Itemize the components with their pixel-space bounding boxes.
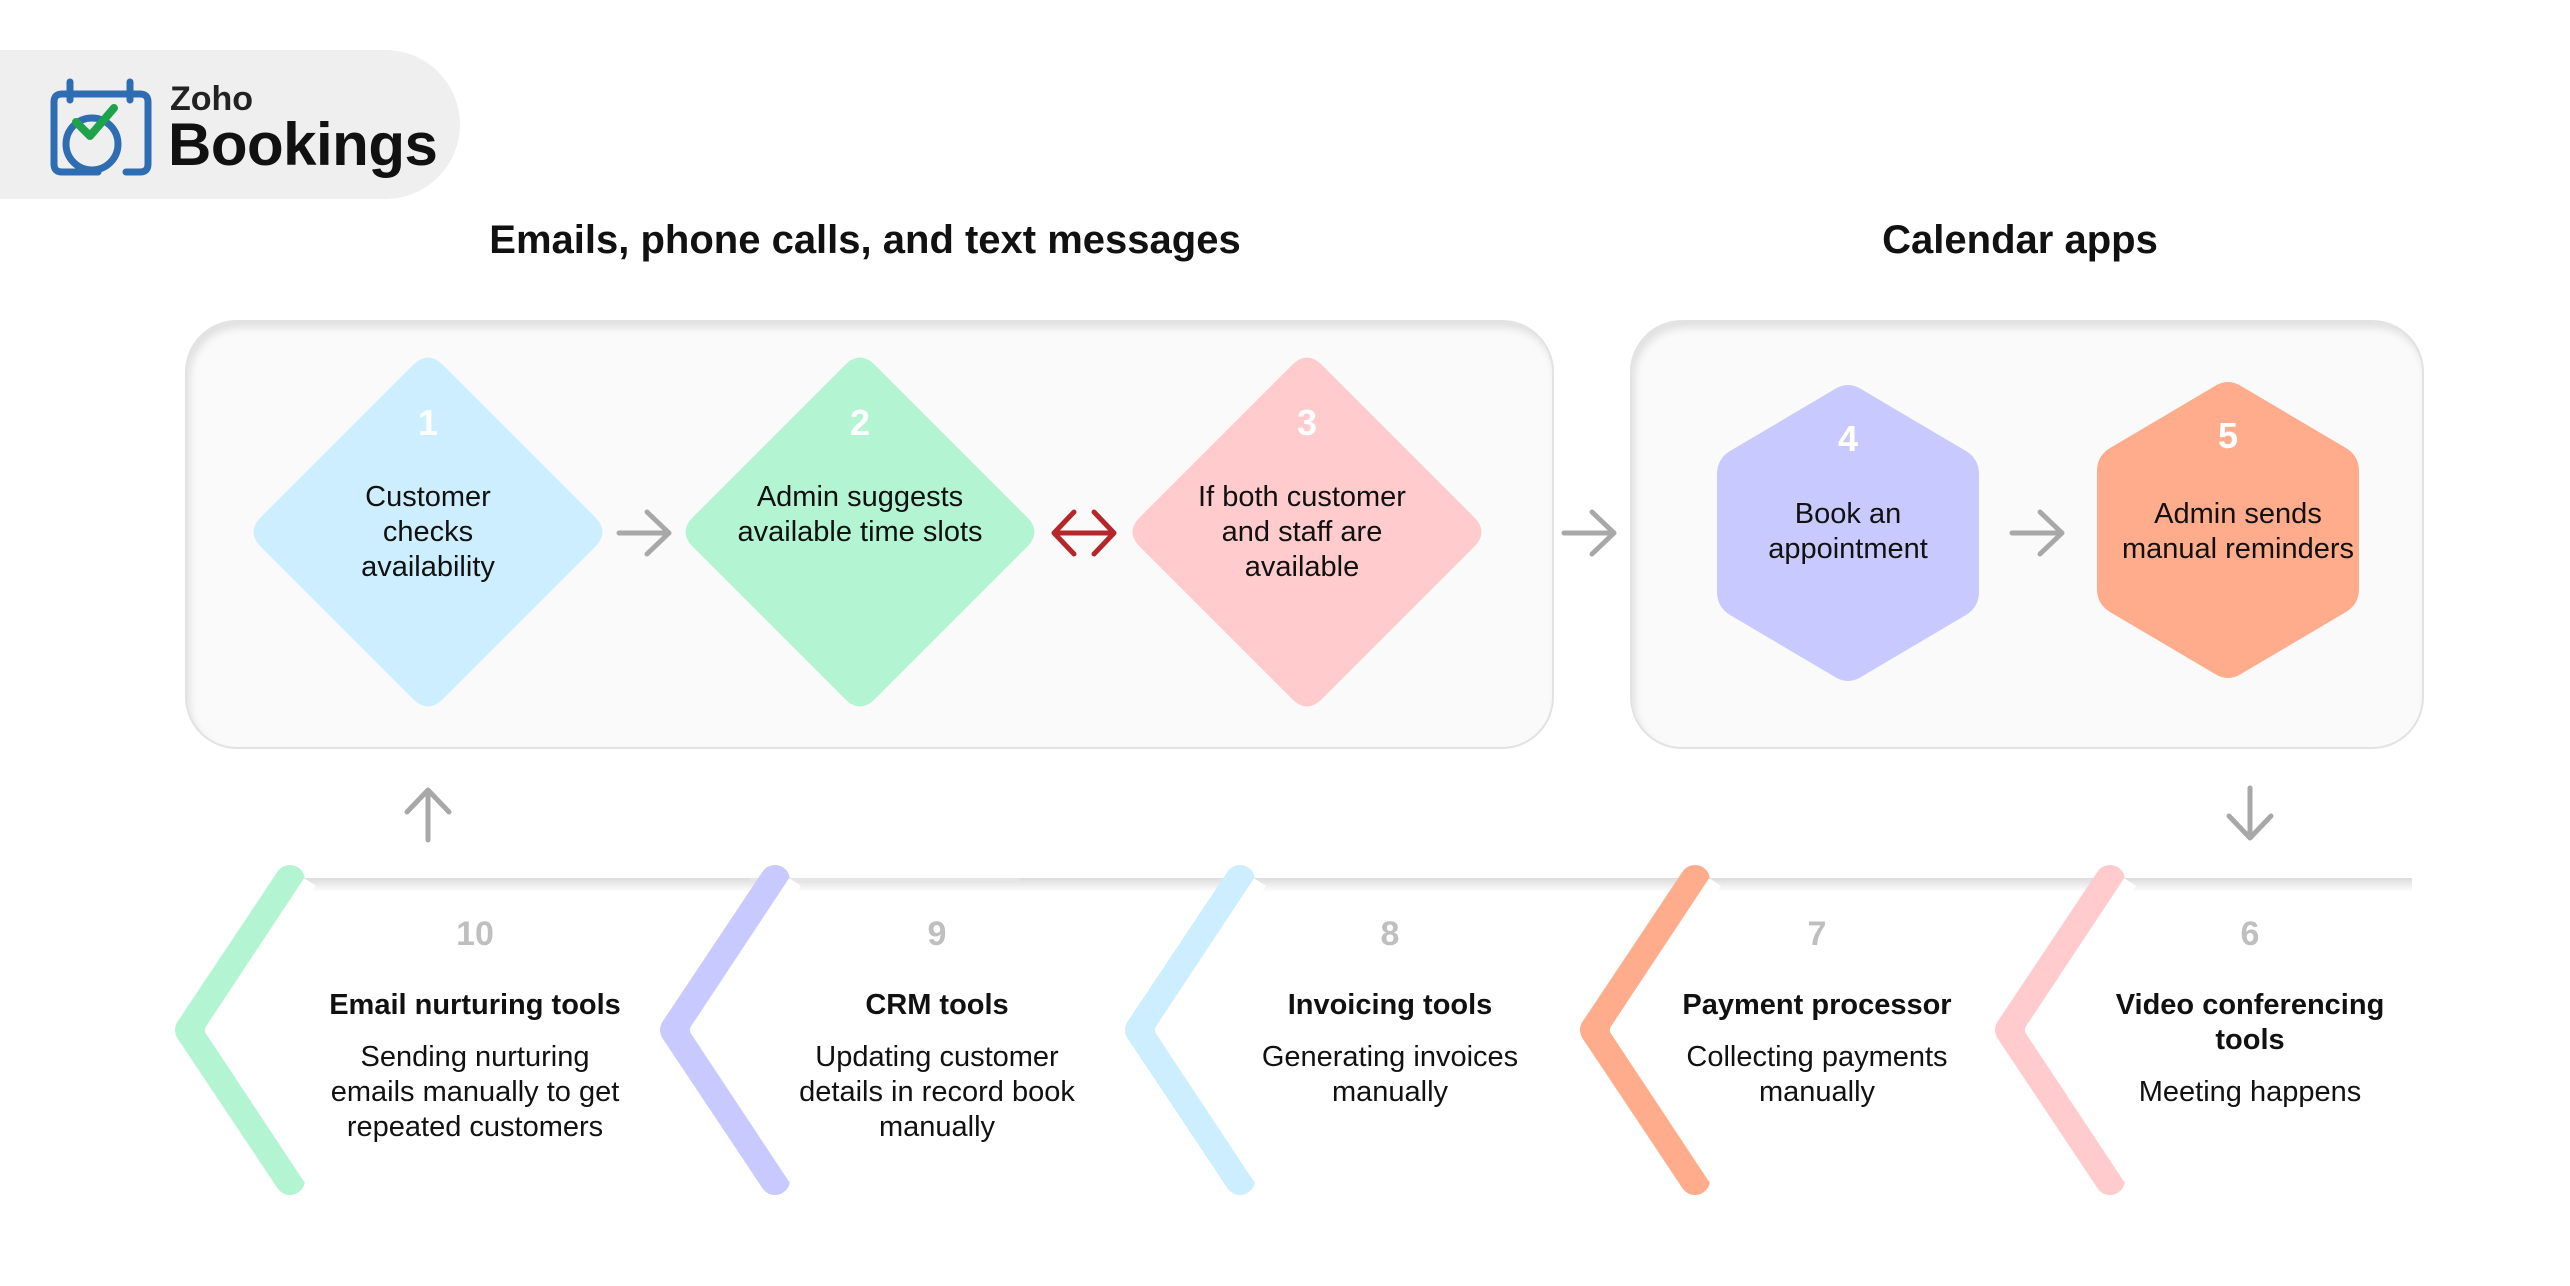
arrow-right-icon (1561, 509, 1617, 557)
step-3-number: 3 (1296, 402, 1318, 443)
right-section-title: Calendar apps (1882, 218, 2158, 262)
step-2-label: Admin suggests available time slots (737, 481, 983, 548)
step-7-title: Payment processor (1682, 989, 1952, 1021)
step-9-number: 9 (927, 915, 947, 953)
step-5-hexagon (2097, 382, 2359, 678)
step-2-diamond (685, 357, 1035, 707)
step-1-diamond (253, 357, 603, 707)
logo-brand-small: Zoho (170, 80, 254, 118)
double-arrow-icon (1051, 509, 1117, 557)
step-3-label: If both customer and staff are available (1198, 481, 1406, 583)
step-8-description: Generating invoices manually (1261, 1041, 1519, 1108)
step-4-number: 4 (1837, 418, 1859, 459)
step-3-diamond (1132, 357, 1482, 707)
arrow-right-icon (616, 509, 672, 557)
arrow-down-icon (2226, 785, 2274, 841)
tool-chevron-strip (175, 865, 2412, 1195)
step-8-number: 8 (1380, 915, 1400, 953)
arrow-right-icon (2009, 509, 2065, 557)
step-10-description: Sending nurturing emails manually to get… (330, 1041, 620, 1143)
step-7-description: Collecting payments manually (1686, 1041, 1948, 1108)
step-6-title: Video conferencing tools (2115, 989, 2385, 1056)
step-1-label: Customer checks availability (361, 481, 495, 583)
calendar-check-icon (50, 78, 152, 176)
step-10-number: 10 (456, 915, 494, 953)
left-section-title: Emails, phone calls, and text messages (489, 218, 1241, 262)
step-1-number: 1 (417, 402, 439, 443)
step-9-title: CRM tools (865, 989, 1009, 1021)
step-2-number: 2 (849, 402, 871, 443)
step-6-number: 6 (2240, 915, 2260, 953)
step-5-label: Admin sends manual reminders (2121, 498, 2355, 565)
step-8-title: Invoicing tools (1287, 989, 1493, 1021)
step-6-description: Meeting happens (2138, 1076, 2362, 1108)
step-9-description: Updating customer details in record book… (799, 1041, 1075, 1143)
step-7-number: 7 (1807, 915, 1827, 953)
step-10-title: Email nurturing tools (329, 989, 621, 1021)
arrow-up-icon (404, 787, 452, 843)
step-4-label: Book an appointment (1768, 498, 1928, 565)
step-5-number: 5 (2217, 415, 2239, 456)
step-4-hexagon (1717, 385, 1979, 681)
logo-brand-big: Bookings (168, 111, 438, 178)
